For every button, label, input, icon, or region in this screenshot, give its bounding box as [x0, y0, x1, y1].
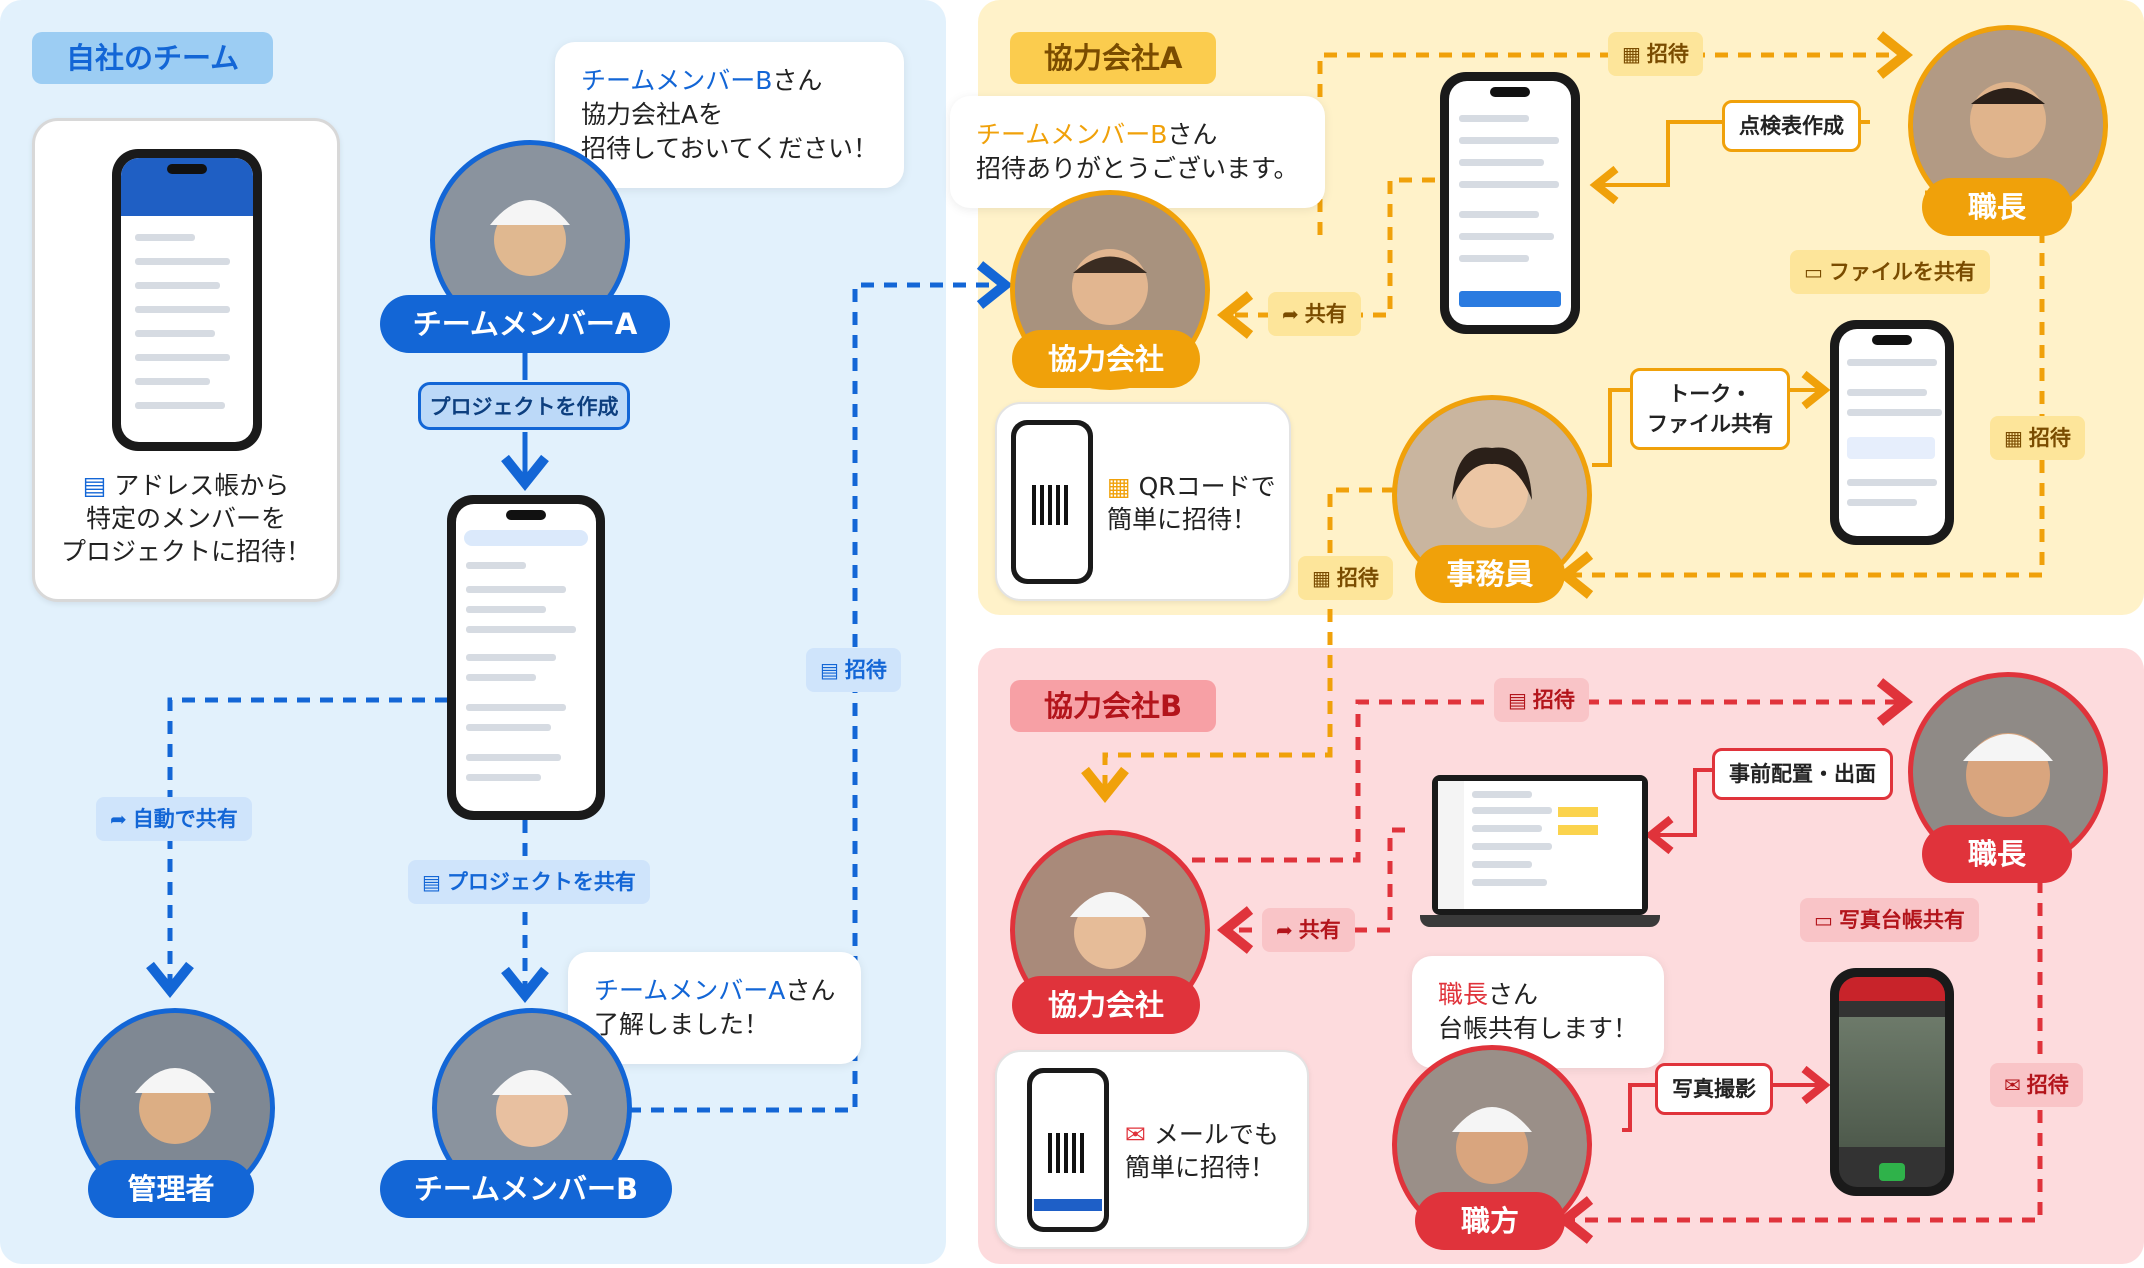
address-book-phone: [112, 149, 262, 451]
schedule-laptop: [1420, 775, 1660, 930]
invite-tag-a-right: ▦招待: [1990, 416, 2085, 460]
clerk-name-pill: 事務員: [1415, 545, 1565, 603]
inspection-sheet-phone: [1440, 72, 1580, 334]
qr-code-icon: ▦: [1312, 566, 1331, 590]
address-book-icon: ▤: [82, 471, 107, 500]
qr-invite-card: ▦ QRコードで 簡単に招待！: [995, 402, 1291, 601]
address-book-icon: ▤: [1508, 688, 1527, 712]
mail-invite-card: ✉ メールでも 簡単に招待！: [995, 1050, 1309, 1249]
address-book-card: ▤ アドレス帳から 特定のメンバーを プロジェクトに招待！: [32, 118, 340, 602]
create-project-label: プロジェクトを作成: [418, 382, 630, 430]
address-book-caption: ▤ アドレス帳から 特定のメンバーを プロジェクトに招待！: [60, 471, 311, 566]
mail-phone: [1027, 1068, 1109, 1232]
invite-tag-own: ▤招待: [806, 648, 901, 692]
share-tag-a: ➦共有: [1268, 292, 1361, 336]
share-tag-b: ➦共有: [1262, 908, 1355, 952]
member-a-name-pill: チームメンバーA: [380, 295, 670, 353]
admin-name-pill: 管理者: [88, 1160, 254, 1218]
auto-share-tag: ➦自動で共有: [96, 797, 252, 841]
file-share-tag: ▭ファイルを共有: [1790, 250, 1990, 294]
qr-code-icon: ▦: [1622, 42, 1641, 66]
invite-tag-b-top: ▤招待: [1494, 678, 1589, 722]
speech-bubble-member-a: チームメンバーBさん 協力会社Aを 招待しておいてください！: [555, 42, 905, 188]
share-arrow-icon: ➦: [110, 807, 127, 831]
member-b-name-pill: チームメンバーB: [380, 1160, 672, 1218]
pre-assign-label: 事前配置・出面: [1712, 748, 1893, 800]
qr-code-icon: ▦: [1107, 472, 1131, 501]
worker-name-pill: 職方: [1415, 1192, 1565, 1250]
inspection-sheet-label: 点検表作成: [1722, 100, 1861, 152]
section-label-partner-a: 協力会社A: [1010, 32, 1217, 84]
speech-bubble-partner-a: チームメンバーBさん 招待ありがとうございます。: [950, 96, 1325, 208]
share-project-tag: ▤プロジェクトを共有: [408, 860, 650, 904]
foreman-a-name-pill: 職長: [1922, 178, 2072, 236]
qr-invite-caption: ▦ QRコードで 簡単に招待！: [1107, 472, 1276, 534]
project-list-phone: [447, 495, 605, 820]
share-arrow-icon: ➦: [1276, 918, 1293, 942]
qr-code-icon: ▦: [2004, 426, 2023, 450]
share-arrow-icon: ➦: [1282, 302, 1299, 326]
talk-file-share-label: トーク・ファイル共有: [1630, 368, 1790, 450]
speech-bubble-worker: 職長さん 台帳共有します！: [1412, 956, 1665, 1068]
invite-tag-a-clerk: ▦招待: [1298, 556, 1393, 600]
mail-invite-caption: ✉ メールでも 簡単に招待！: [1125, 1120, 1279, 1182]
partner-b-name-pill: 協力会社: [1012, 976, 1200, 1034]
partner-a-name-pill: 協力会社: [1012, 330, 1200, 388]
file-icon: ▭: [1814, 908, 1833, 932]
section-label-own: 自社のチーム: [32, 32, 274, 84]
address-book-icon: ▤: [820, 658, 839, 682]
invite-tag-b-right: ✉招待: [1990, 1063, 2083, 1107]
file-icon: ▭: [1804, 260, 1823, 284]
qr-phone: [1011, 420, 1093, 584]
speech-bubble-member-b: チームメンバーAさん 了解しました！: [568, 952, 862, 1064]
photo-ledger-tag: ▭写真台帳共有: [1800, 898, 1979, 942]
mail-icon: ✉: [1125, 1120, 1146, 1149]
camera-phone: [1830, 968, 1954, 1196]
address-book-icon: ▤: [422, 870, 441, 894]
mail-icon: ✉: [2004, 1073, 2021, 1097]
invite-tag-a-top: ▦招待: [1608, 32, 1703, 76]
section-label-partner-b: 協力会社B: [1010, 680, 1217, 732]
chat-phone: [1830, 320, 1954, 545]
photo-take-label: 写真撮影: [1655, 1063, 1773, 1115]
foreman-b-name-pill: 職長: [1922, 825, 2072, 883]
